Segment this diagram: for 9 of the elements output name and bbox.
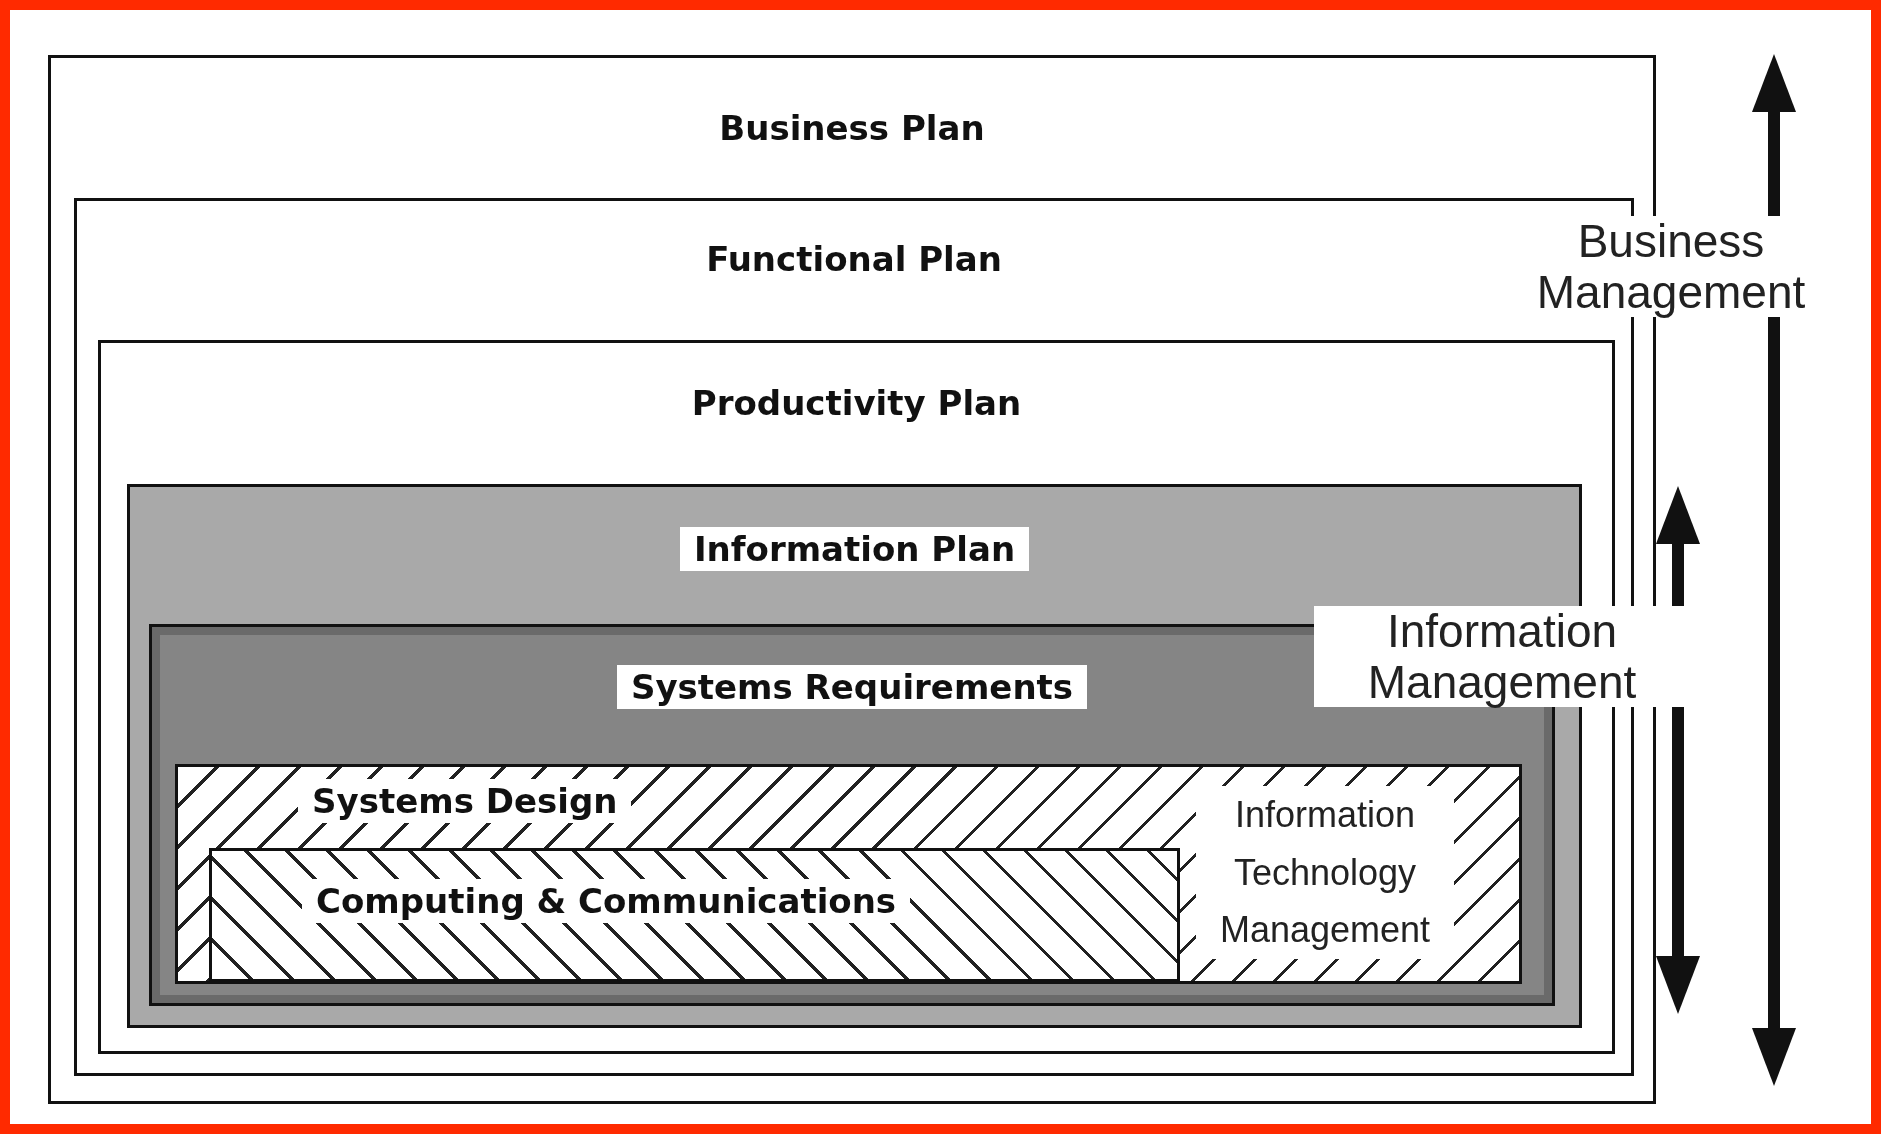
computing-communications-box xyxy=(209,848,1180,982)
box-title: Business Plan xyxy=(718,107,986,150)
box-title: Systems Design xyxy=(298,779,632,823)
box-title: Systems Requirements xyxy=(616,665,1088,709)
box-title: Productivity Plan xyxy=(690,382,1023,425)
box-title: Functional Plan xyxy=(705,238,1003,281)
box-title: Information Plan xyxy=(679,527,1030,571)
side-label: Information Technology Management xyxy=(1196,786,1454,959)
box-title: Computing & Communications xyxy=(302,879,911,923)
